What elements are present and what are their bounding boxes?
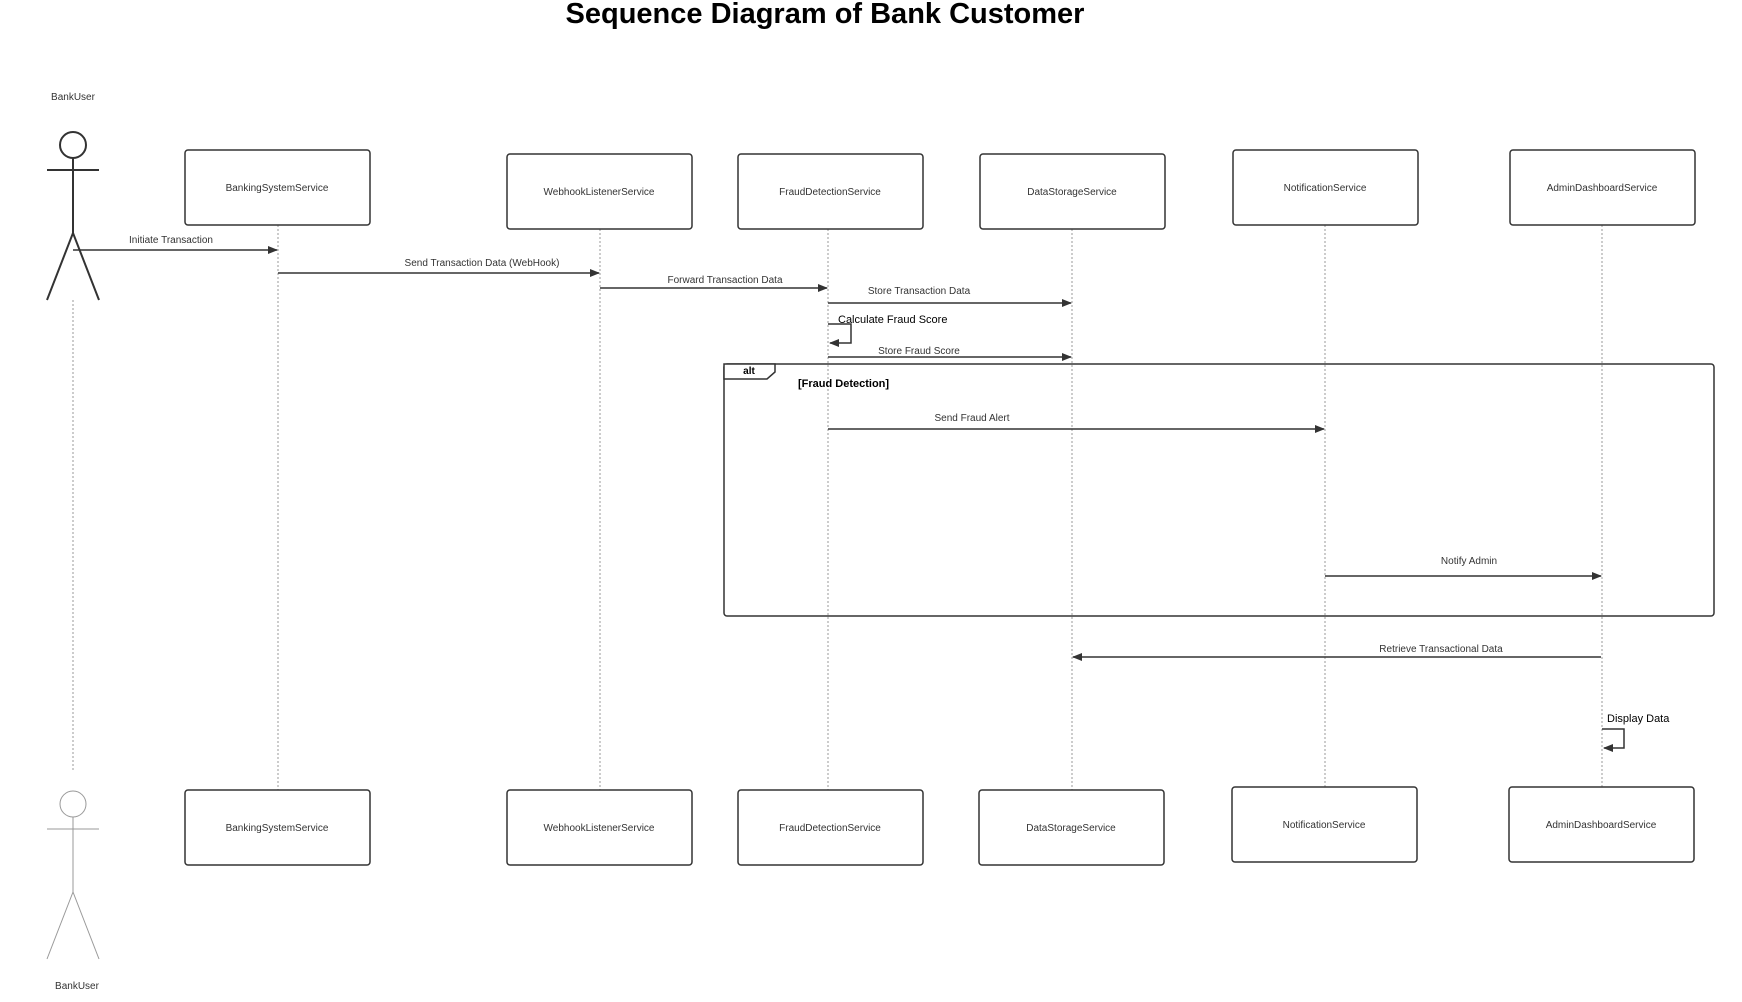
participant-box-admin-bottom[interactable]: AdminDashboardService bbox=[1508, 786, 1695, 863]
participant-box-webhook-bottom[interactable]: WebhookListenerService bbox=[506, 789, 693, 866]
participant-box-storage-bottom[interactable]: DataStorageService bbox=[978, 789, 1165, 866]
message-label: Send Fraud Alert bbox=[934, 413, 1009, 424]
alt-fragment[interactable]: alt [Fraud Detection] bbox=[723, 363, 1715, 617]
message-initiate-transaction[interactable]: Initiate Transaction bbox=[73, 235, 278, 254]
message-label: Calculate Fraud Score bbox=[838, 314, 947, 326]
stick-figure-icon bbox=[46, 131, 100, 301]
actor-bottom[interactable]: BankUser bbox=[46, 790, 100, 992]
participants-bottom: BankingSystemService WebhookListenerServ… bbox=[184, 786, 1695, 866]
message-notify-admin[interactable]: Notify Admin bbox=[1325, 556, 1602, 580]
message-store-fraud-score[interactable]: Store Fraud Score bbox=[828, 346, 1072, 361]
participant-box-fraud-bottom[interactable]: FraudDetectionService bbox=[737, 789, 924, 866]
message-forward-transaction-data[interactable]: Forward Transaction Data bbox=[600, 275, 828, 292]
message-label: Forward Transaction Data bbox=[667, 275, 782, 286]
alt-operator-label: alt bbox=[743, 366, 755, 377]
message-label: Store Fraud Score bbox=[878, 346, 960, 357]
alt-guard-label: [Fraud Detection] bbox=[798, 378, 889, 390]
actor-name-bottom: BankUser bbox=[55, 981, 100, 992]
participant-label: AdminDashboardService bbox=[1547, 183, 1658, 194]
stick-figure-icon bbox=[46, 790, 100, 960]
message-label: Send Transaction Data (WebHook) bbox=[405, 258, 560, 269]
actor-name-top: BankUser bbox=[51, 92, 96, 103]
actor-top[interactable]: BankUser bbox=[46, 92, 100, 301]
participant-box-notify-top[interactable]: NotificationService bbox=[1232, 149, 1419, 226]
participant-box-webhook-top[interactable]: WebhookListenerService bbox=[506, 153, 693, 230]
participant-box-storage-top[interactable]: DataStorageService bbox=[979, 153, 1166, 230]
participant-box-admin-top[interactable]: AdminDashboardService bbox=[1509, 149, 1696, 226]
message-calculate-fraud-score[interactable]: Calculate Fraud Score bbox=[828, 314, 947, 347]
participant-label: DataStorageService bbox=[1027, 187, 1117, 198]
participant-box-banking-bottom[interactable]: BankingSystemService bbox=[184, 789, 371, 866]
messages: Initiate Transaction Send Transaction Da… bbox=[73, 235, 1670, 752]
message-label: Display Data bbox=[1607, 713, 1670, 725]
alt-operator-tab bbox=[723, 363, 776, 380]
alt-frame bbox=[723, 363, 1715, 617]
message-label: Retrieve Transactional Data bbox=[1379, 644, 1503, 655]
participant-label: WebhookListenerService bbox=[544, 187, 655, 198]
participant-label: BankingSystemService bbox=[226, 823, 329, 834]
participant-label: NotificationService bbox=[1283, 820, 1366, 831]
message-send-transaction-data[interactable]: Send Transaction Data (WebHook) bbox=[278, 258, 600, 277]
participant-label: BankingSystemService bbox=[226, 183, 329, 194]
lifelines bbox=[72, 225, 1603, 790]
message-retrieve-transactional-data[interactable]: Retrieve Transactional Data bbox=[1072, 644, 1601, 661]
message-label: Store Transaction Data bbox=[868, 286, 971, 297]
message-store-transaction-data[interactable]: Store Transaction Data bbox=[828, 286, 1072, 307]
participant-box-banking-top[interactable]: BankingSystemService bbox=[184, 149, 371, 226]
participants-top: BankingSystemService WebhookListenerServ… bbox=[184, 149, 1696, 230]
message-display-data[interactable]: Display Data bbox=[1602, 713, 1670, 752]
participant-label: FraudDetectionService bbox=[779, 823, 881, 834]
participant-box-notify-bottom[interactable]: NotificationService bbox=[1231, 786, 1418, 863]
participant-label: FraudDetectionService bbox=[779, 187, 881, 198]
message-label: Notify Admin bbox=[1441, 556, 1497, 567]
diagram-title: Sequence Diagram of Bank Customer bbox=[565, 0, 1085, 30]
participant-label: WebhookListenerService bbox=[544, 823, 655, 834]
participant-label: NotificationService bbox=[1284, 183, 1367, 194]
participant-box-fraud-top[interactable]: FraudDetectionService bbox=[737, 153, 924, 230]
message-label: Initiate Transaction bbox=[129, 235, 213, 246]
message-send-fraud-alert[interactable]: Send Fraud Alert bbox=[828, 413, 1325, 433]
participant-label: AdminDashboardService bbox=[1546, 820, 1657, 831]
participant-label: DataStorageService bbox=[1026, 823, 1116, 834]
